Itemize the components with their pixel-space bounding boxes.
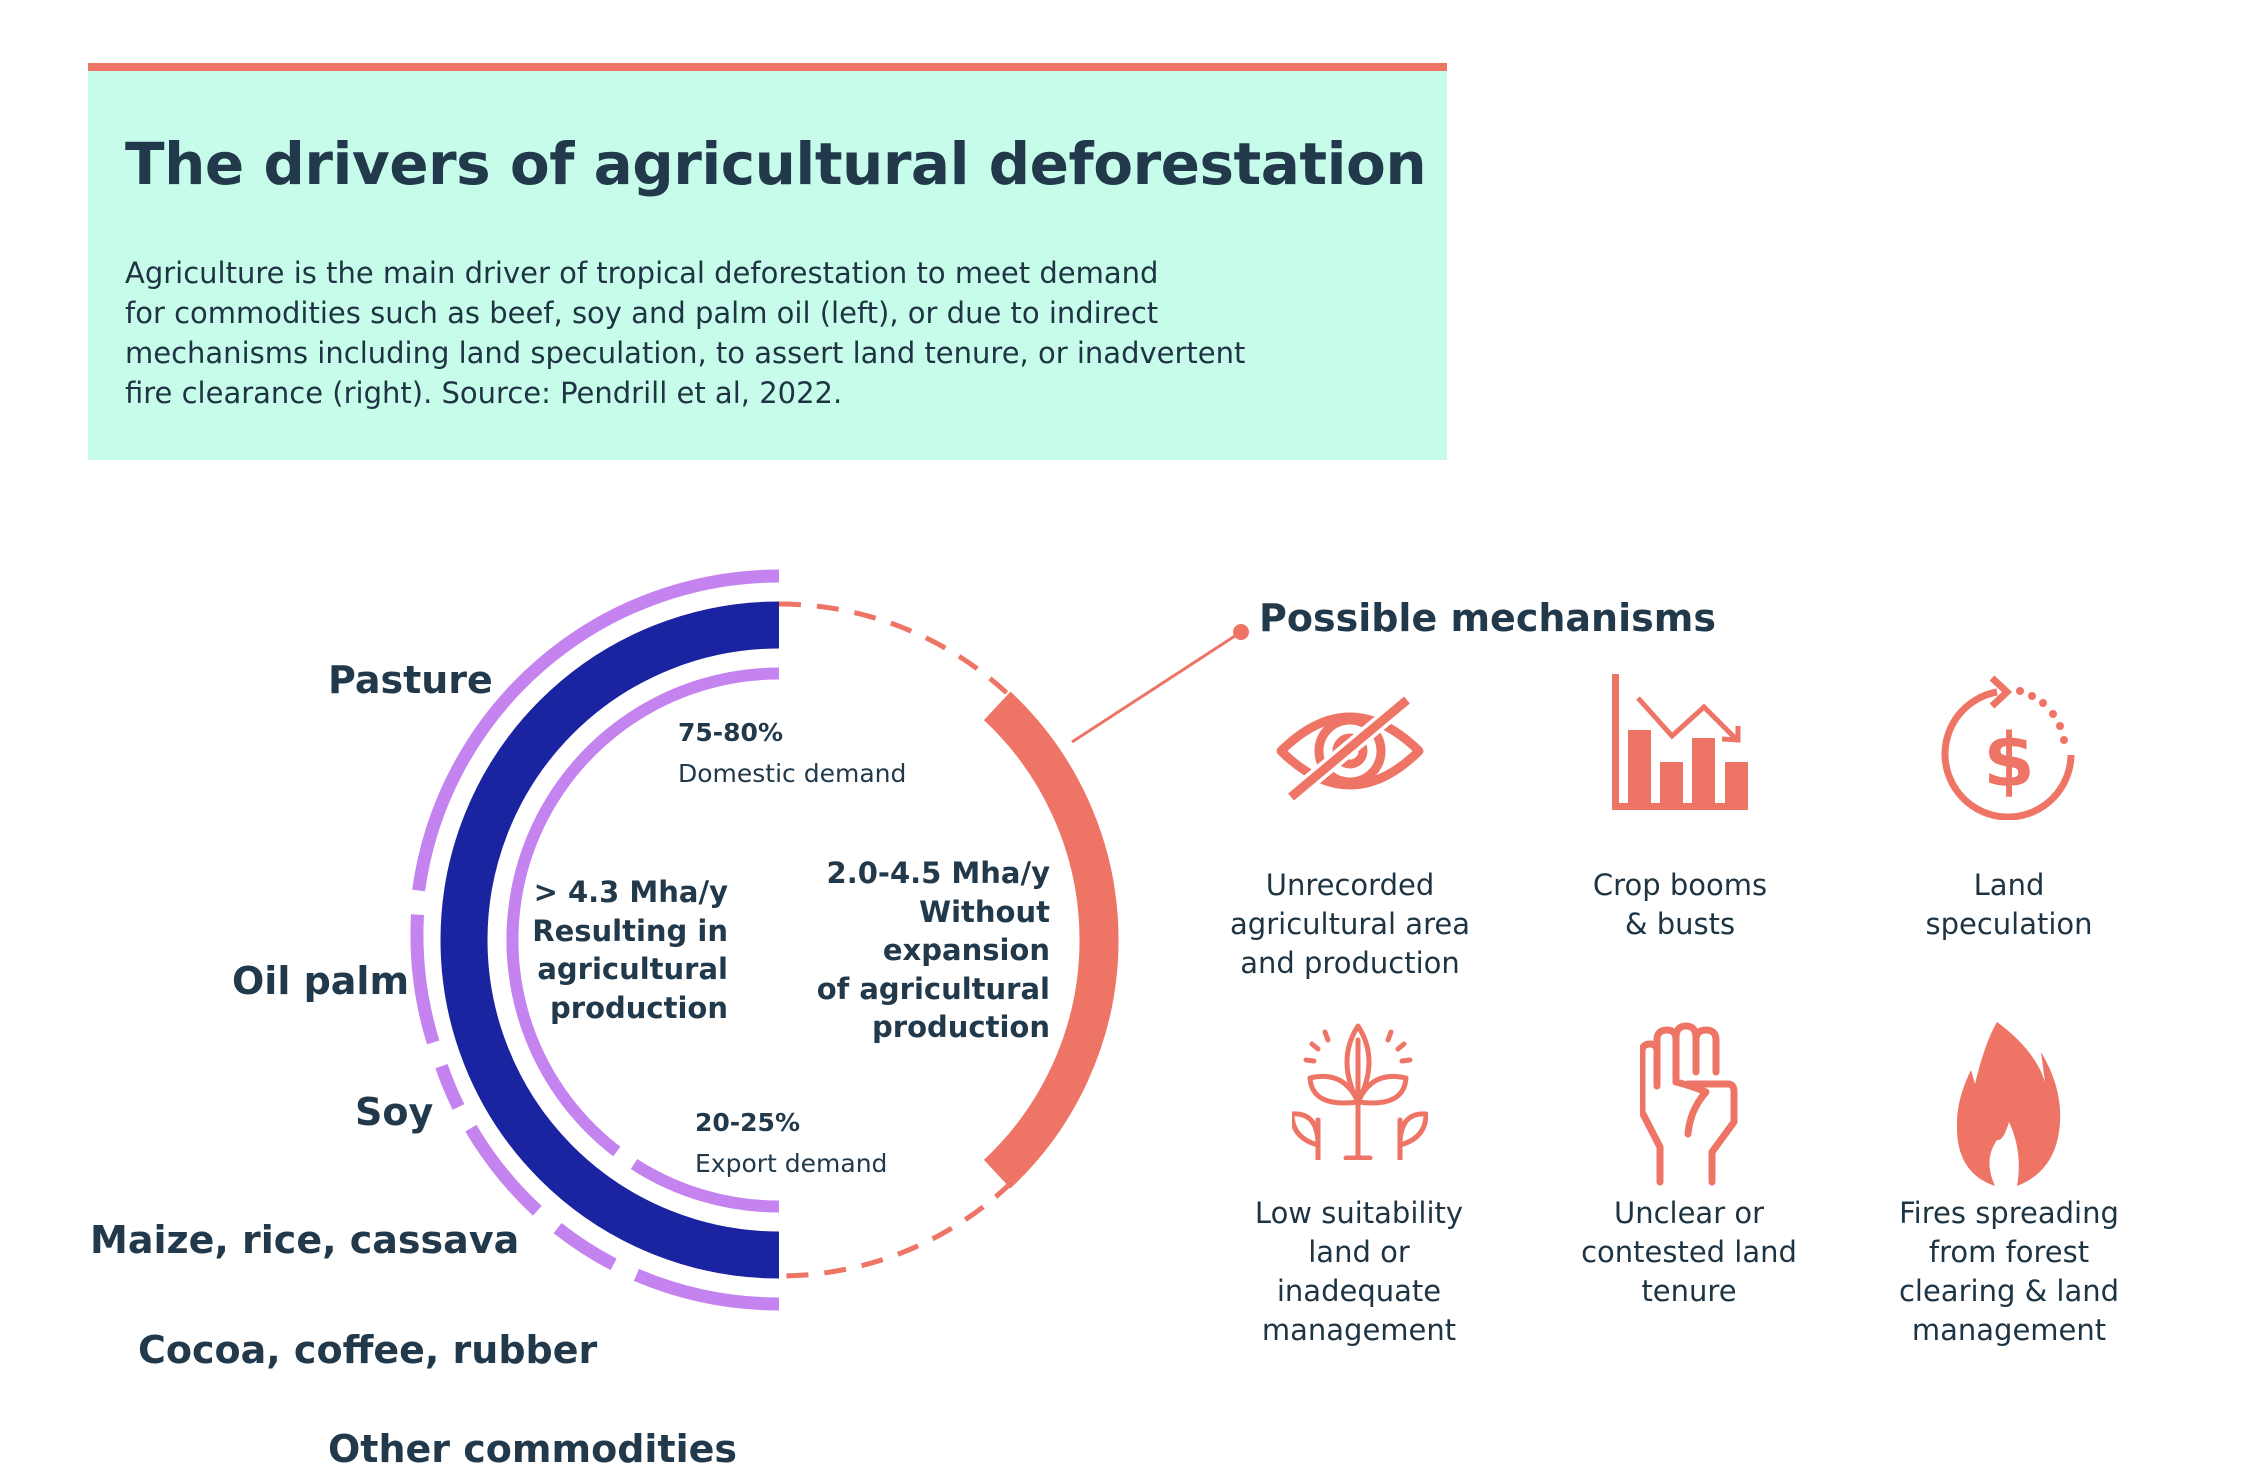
mechanism-label-line: & busts [1624, 907, 1736, 941]
mechanism-label-line: inadequate [1276, 1274, 1442, 1308]
with-expansion-text: > 4.3 Mha/y Resulting in agricultural pr… [532, 873, 728, 1027]
label-maize-rice-cassava: Maize, rice, cassava [90, 1218, 520, 1262]
mechanism-low-suitability: Low suitability land or inadequate manag… [1209, 1194, 1509, 1350]
mechanism-label-line: land or [1308, 1235, 1410, 1269]
mechanism-label-line: management [1261, 1313, 1457, 1347]
ring-segment-export [630, 1158, 780, 1213]
plant-icon [1292, 1023, 1428, 1160]
without-expansion-line: of agricultural [816, 971, 1050, 1006]
mechanism-fires: Fires spreading from forest clearing & l… [1859, 1194, 2159, 1350]
with-expansion-value: > 4.3 Mha/y [533, 875, 728, 909]
header-panel: The drivers of agricultural deforestatio… [88, 63, 1447, 460]
without-expansion-arc [983, 691, 1119, 1189]
page-title: The drivers of agricultural deforestatio… [125, 130, 1427, 198]
mechanism-label-line: clearing & land [1898, 1274, 2120, 1308]
with-expansion-line: agricultural [537, 952, 728, 986]
ring-segment-oil-palm [410, 914, 440, 1045]
agricultural-production-ring [440, 601, 780, 1279]
mechanism-label-line: Fires spreading [1899, 1196, 2119, 1230]
export-demand-value: 20-25% [695, 1108, 801, 1137]
without-expansion-line: expansion [882, 933, 1050, 967]
mechanisms-title: Possible mechanisms [1259, 596, 1716, 640]
description-line: mechanisms including land speculation, t… [125, 336, 1246, 370]
bar-chart-decline-icon [1612, 674, 1748, 810]
dollar-cycle-icon: $ [1941, 675, 2075, 820]
mechanism-label-line: Crop booms [1592, 868, 1768, 902]
mechanism-crop-booms: Crop booms & busts [1530, 866, 1830, 944]
label-pasture: Pasture [328, 658, 493, 702]
ring-segment-cocoa [553, 1222, 617, 1271]
mechanism-label-line: Land [1973, 868, 2045, 902]
connector-dot [1233, 624, 1249, 640]
without-expansion-value: 2.0-4.5 Mha/y [826, 856, 1050, 890]
commodity-ring [410, 569, 780, 1311]
mechanism-land-tenure: Unclear or contested land tenure [1539, 1194, 1839, 1311]
with-expansion-line: production [550, 990, 728, 1025]
label-oil-palm: Oil palm [232, 959, 410, 1003]
mechanism-label-line: speculation [1925, 907, 2093, 941]
mechanism-label-line: contested land [1581, 1235, 1797, 1269]
raised-fist-icon [1640, 1022, 1738, 1186]
fire-icon [1957, 1022, 2061, 1186]
mechanism-land-speculation: Land speculation [1859, 866, 2159, 944]
ring-segment-pasture [412, 569, 780, 892]
label-other-commodities: Other commodities [328, 1427, 738, 1471]
description-line: Agriculture is the main driver of tropic… [125, 256, 1159, 290]
domestic-demand-value: 75-80% [678, 718, 784, 747]
description-line: fire clearance (right). Source: Pendrill… [125, 376, 843, 410]
mechanism-unrecorded: Unrecorded agricultural area and product… [1200, 866, 1500, 983]
domestic-demand-label: Domestic demand [678, 759, 907, 788]
without-expansion-line: Without [919, 894, 1050, 929]
connector-line [1071, 630, 1242, 744]
ring-segment-maize [465, 1124, 542, 1216]
demand-ring [506, 667, 780, 1213]
label-soy: Soy [355, 1090, 434, 1134]
export-demand-label: Export demand [695, 1149, 888, 1178]
mechanism-label-line: agricultural area [1230, 907, 1470, 941]
description: Agriculture is the main driver of tropic… [125, 253, 1365, 413]
mechanism-label-line: tenure [1641, 1274, 1737, 1308]
mechanism-label-line: Low suitability [1254, 1196, 1464, 1230]
header-accent-bar [88, 63, 1447, 71]
mechanism-label-line: from forest [1928, 1235, 2090, 1269]
label-cocoa-coffee-rubber: Cocoa, coffee, rubber [138, 1328, 598, 1372]
ring-segment-soy [435, 1063, 465, 1110]
eye-crossed-icon [1276, 695, 1424, 804]
mechanism-label-line: and production [1240, 946, 1460, 980]
with-expansion-line: Resulting in [532, 913, 728, 948]
mechanism-label-line: Unrecorded [1265, 868, 1435, 902]
ring-segment-domestic [506, 667, 780, 1157]
ring-segment-other [633, 1268, 780, 1311]
without-expansion-line: production [872, 1010, 1050, 1044]
description-line: for commodities such as beef, soy and pa… [125, 296, 1159, 330]
mechanism-label-line: Unclear or [1613, 1196, 1765, 1230]
svg-text:$: $ [1983, 718, 2035, 804]
mechanism-label-line: management [1911, 1313, 2107, 1347]
without-expansion-text: 2.0-4.5 Mha/y Without expansion of agric… [817, 854, 1050, 1047]
without-expansion-dashed-arc [778, 601, 1118, 1279]
